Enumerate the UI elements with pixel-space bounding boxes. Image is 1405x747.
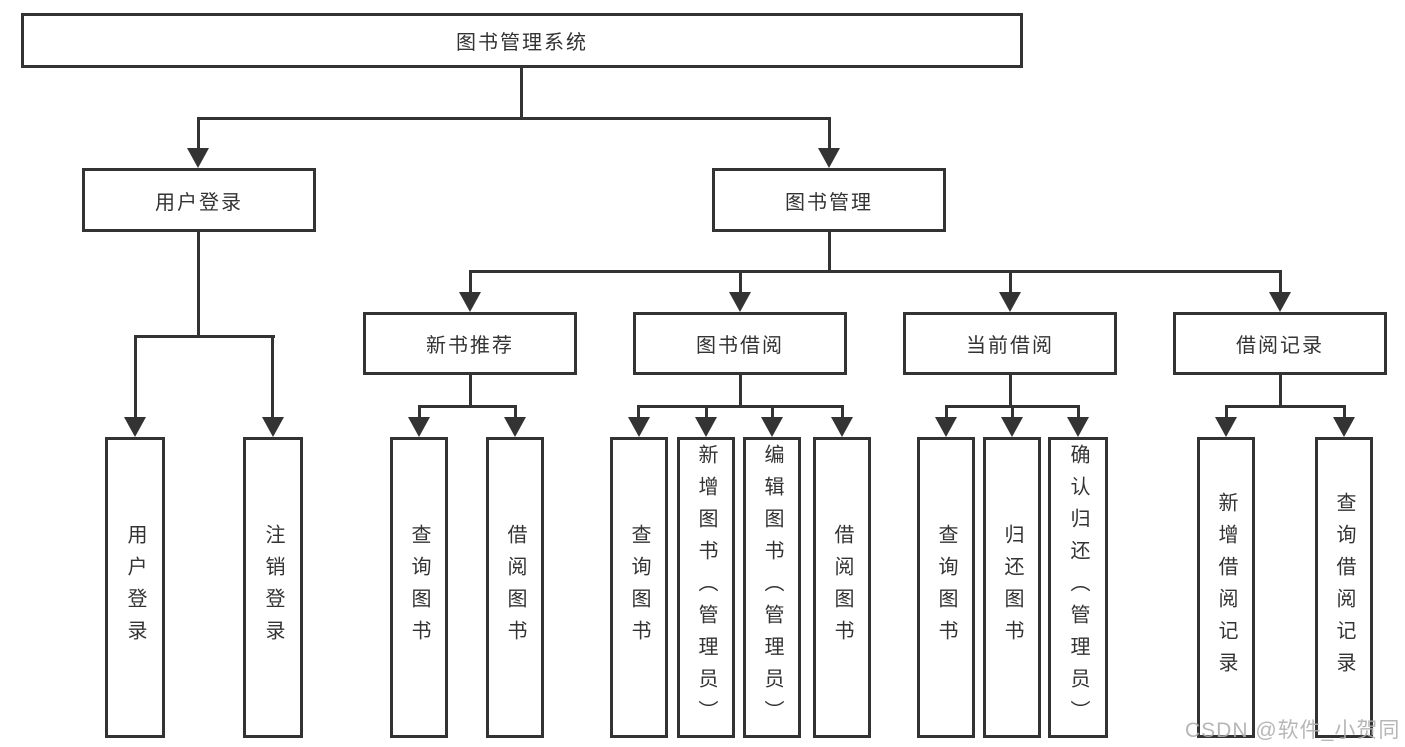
arrowhead-down [408, 417, 430, 437]
arrowhead-down [262, 417, 284, 437]
arrowhead-down [695, 417, 717, 437]
connector-line [1009, 375, 1012, 407]
connector-line [637, 405, 844, 408]
leaf-label: 新增借阅记录 [1215, 491, 1237, 684]
connector-line [418, 405, 517, 408]
arrowhead-down [1001, 417, 1023, 437]
leaf-label: 注销登录 [262, 523, 284, 652]
node-label: 图书管理 [785, 191, 873, 214]
connector-line [469, 270, 1282, 273]
leaf-user-login: 用户登录 [105, 437, 165, 738]
node-new-book-recommendation: 新书推荐 [363, 312, 577, 375]
connector-line [1279, 375, 1282, 407]
leaf-label: 确认归还（管理员） [1067, 443, 1089, 732]
connector-line [469, 270, 472, 294]
leaf-label: 查询借阅记录 [1333, 491, 1355, 684]
connector-line [1225, 405, 1346, 408]
arrowhead-down [729, 292, 751, 312]
node-label: 图书管理系统 [456, 32, 588, 54]
arrowhead-down [1269, 292, 1291, 312]
node-label: 借阅记录 [1236, 335, 1324, 357]
connector-line [134, 335, 275, 338]
leaf-label: 查询图书 [628, 523, 650, 652]
connector-line [514, 405, 517, 421]
node-book-borrowing: 图书借阅 [633, 312, 847, 375]
arrowhead-down [761, 417, 783, 437]
connector-line [1009, 270, 1012, 294]
connector-line [271, 335, 274, 419]
csdn-watermark: CSDN @软件_小贺同学 [1185, 719, 1401, 742]
leaf-label: 归还图书 [1001, 523, 1023, 652]
connector-line [197, 232, 200, 337]
leaf-label: 查询图书 [408, 523, 430, 652]
connector-line [197, 117, 200, 150]
leaf-label: 编辑图书（管理员） [761, 443, 783, 732]
arrowhead-down [124, 417, 146, 437]
leaf-label: 用户登录 [124, 523, 146, 652]
leaf-query-books-3: 查询图书 [917, 437, 975, 738]
leaf-query-books-2: 查询图书 [610, 437, 668, 738]
node-label: 新书推荐 [426, 335, 514, 357]
connector-line [520, 68, 523, 118]
node-current-borrowing: 当前借阅 [903, 312, 1117, 375]
connector-line [134, 335, 137, 419]
leaf-borrow-books-1: 借阅图书 [486, 437, 544, 738]
connector-line [739, 375, 742, 407]
arrowhead-down [1215, 417, 1237, 437]
leaf-logout: 注销登录 [243, 437, 303, 738]
leaf-add-borrow-record: 新增借阅记录 [1197, 437, 1255, 738]
leaf-label: 新增图书（管理员） [695, 443, 717, 732]
leaf-confirm-return-admin: 确认归还（管理员） [1048, 437, 1108, 738]
leaf-query-books-1: 查询图书 [390, 437, 448, 738]
node-user-login: 用户登录 [82, 168, 316, 232]
arrowhead-down [1067, 417, 1089, 437]
arrowhead-down [459, 292, 481, 312]
connector-line [739, 270, 742, 294]
leaf-label: 查询图书 [935, 523, 957, 652]
leaf-edit-books-admin: 编辑图书（管理员） [743, 437, 801, 738]
connector-line [828, 232, 831, 273]
arrowhead-down [1333, 417, 1355, 437]
arrowhead-down [831, 417, 853, 437]
node-label: 用户登录 [155, 191, 243, 214]
leaf-add-books-admin: 新增图书（管理员） [677, 437, 735, 738]
node-label: 图书借阅 [696, 335, 784, 357]
arrowhead-down [504, 417, 526, 437]
node-root-library-management-system: 图书管理系统 [21, 13, 1023, 68]
connector-line [945, 405, 948, 421]
node-book-management: 图书管理 [712, 168, 946, 232]
arrowhead-down [818, 148, 840, 168]
connector-line [841, 405, 844, 421]
connector-line [705, 405, 708, 421]
connector-line [469, 375, 472, 407]
connector-line [1279, 270, 1282, 294]
connector-line [1343, 405, 1346, 421]
connector-line [1011, 405, 1014, 421]
connector-line [771, 405, 774, 421]
arrowhead-down [935, 417, 957, 437]
arrowhead-down [187, 148, 209, 168]
connector-line [637, 405, 640, 421]
connector-line [418, 405, 421, 421]
arrowhead-down [999, 292, 1021, 312]
leaf-label: 借阅图书 [504, 523, 526, 652]
leaf-borrow-books-2: 借阅图书 [813, 437, 871, 738]
connector-line [197, 117, 831, 120]
arrowhead-down [628, 417, 650, 437]
connector-line [1077, 405, 1080, 421]
leaf-query-borrow-record: 查询借阅记录 [1315, 437, 1373, 738]
connector-line [1225, 405, 1228, 421]
connector-line [828, 117, 831, 150]
leaf-return-books: 归还图书 [983, 437, 1041, 738]
leaf-label: 借阅图书 [831, 523, 853, 652]
node-borrow-records: 借阅记录 [1173, 312, 1387, 375]
node-label: 当前借阅 [966, 335, 1054, 357]
